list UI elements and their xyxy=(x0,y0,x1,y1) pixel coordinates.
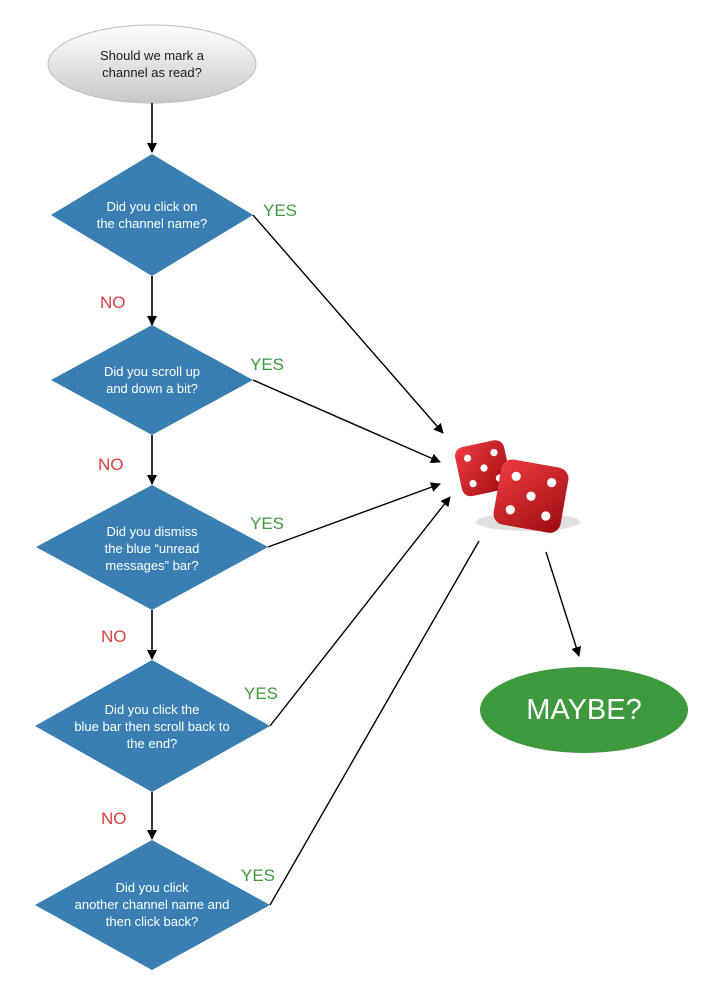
decision-4-line-2: blue bar then scroll back to xyxy=(74,718,230,734)
yes-label-4: YES xyxy=(244,684,279,703)
decision-3-line-2: the blue “unread xyxy=(104,540,200,556)
decision-4-diamond xyxy=(35,660,270,792)
yes-label-2: YES xyxy=(250,355,285,374)
decision-3-diamond xyxy=(36,485,268,610)
decision-1-text: Did you click on the channel name? xyxy=(72,196,232,234)
yes-label-5: YES xyxy=(241,866,276,885)
arrow-yes-3 xyxy=(267,482,441,548)
outcome-node xyxy=(480,667,688,753)
decision-2-diamond xyxy=(51,325,253,435)
arrow-yes-4 xyxy=(269,496,451,727)
no-label-2: NO xyxy=(98,455,124,474)
decision-4-line-3: the end? xyxy=(126,735,178,751)
yes-label-1: YES xyxy=(263,201,298,220)
arrow-yes-1 xyxy=(252,214,444,434)
start-question: Should we mark a channel as read? xyxy=(72,44,232,84)
decision-5-text: Did you click another channel name and t… xyxy=(57,877,247,931)
start-line-2: channel as read? xyxy=(102,65,202,80)
decision-1-line-2: the channel name? xyxy=(96,216,208,231)
decision-4-text: Did you click the blue bar then scroll b… xyxy=(57,699,247,753)
arrow-dice-to-maybe xyxy=(545,551,582,657)
start-line-1: Should we mark a xyxy=(99,48,205,63)
decision-3-line-3: messages” bar? xyxy=(105,557,199,573)
decision-3-line-1: Did you dismiss xyxy=(106,523,198,539)
arrow-yes-2 xyxy=(252,379,441,463)
decision-5-line-2: another channel name and xyxy=(74,896,230,912)
decision-2-line-2: and down a bit? xyxy=(106,381,198,396)
decision-5-line-3: then click back? xyxy=(105,913,199,929)
die-right xyxy=(493,459,569,533)
decision-2-line-1: Did you scroll up xyxy=(103,364,201,379)
dice-icon xyxy=(455,440,580,533)
decision-1-diamond xyxy=(51,154,253,276)
no-label-3: NO xyxy=(101,627,127,646)
arrow-yes-5 xyxy=(269,540,480,906)
decision-1-line-1: Did you click on xyxy=(106,199,198,214)
decision-5-diamond xyxy=(35,840,270,970)
yes-label-3: YES xyxy=(250,514,285,533)
no-label-4: NO xyxy=(101,809,127,828)
yes-arrows xyxy=(252,214,582,906)
decision-5-line-1: Did you click xyxy=(115,879,189,895)
decision-3-text: Did you dismiss the blue “unread message… xyxy=(67,521,237,575)
decision-2-text: Did you scroll up and down a bit? xyxy=(72,361,232,399)
no-label-1: NO xyxy=(100,293,126,312)
outcome-text: MAYBE? xyxy=(526,693,642,726)
decision-4-line-1: Did you click the xyxy=(104,701,200,717)
